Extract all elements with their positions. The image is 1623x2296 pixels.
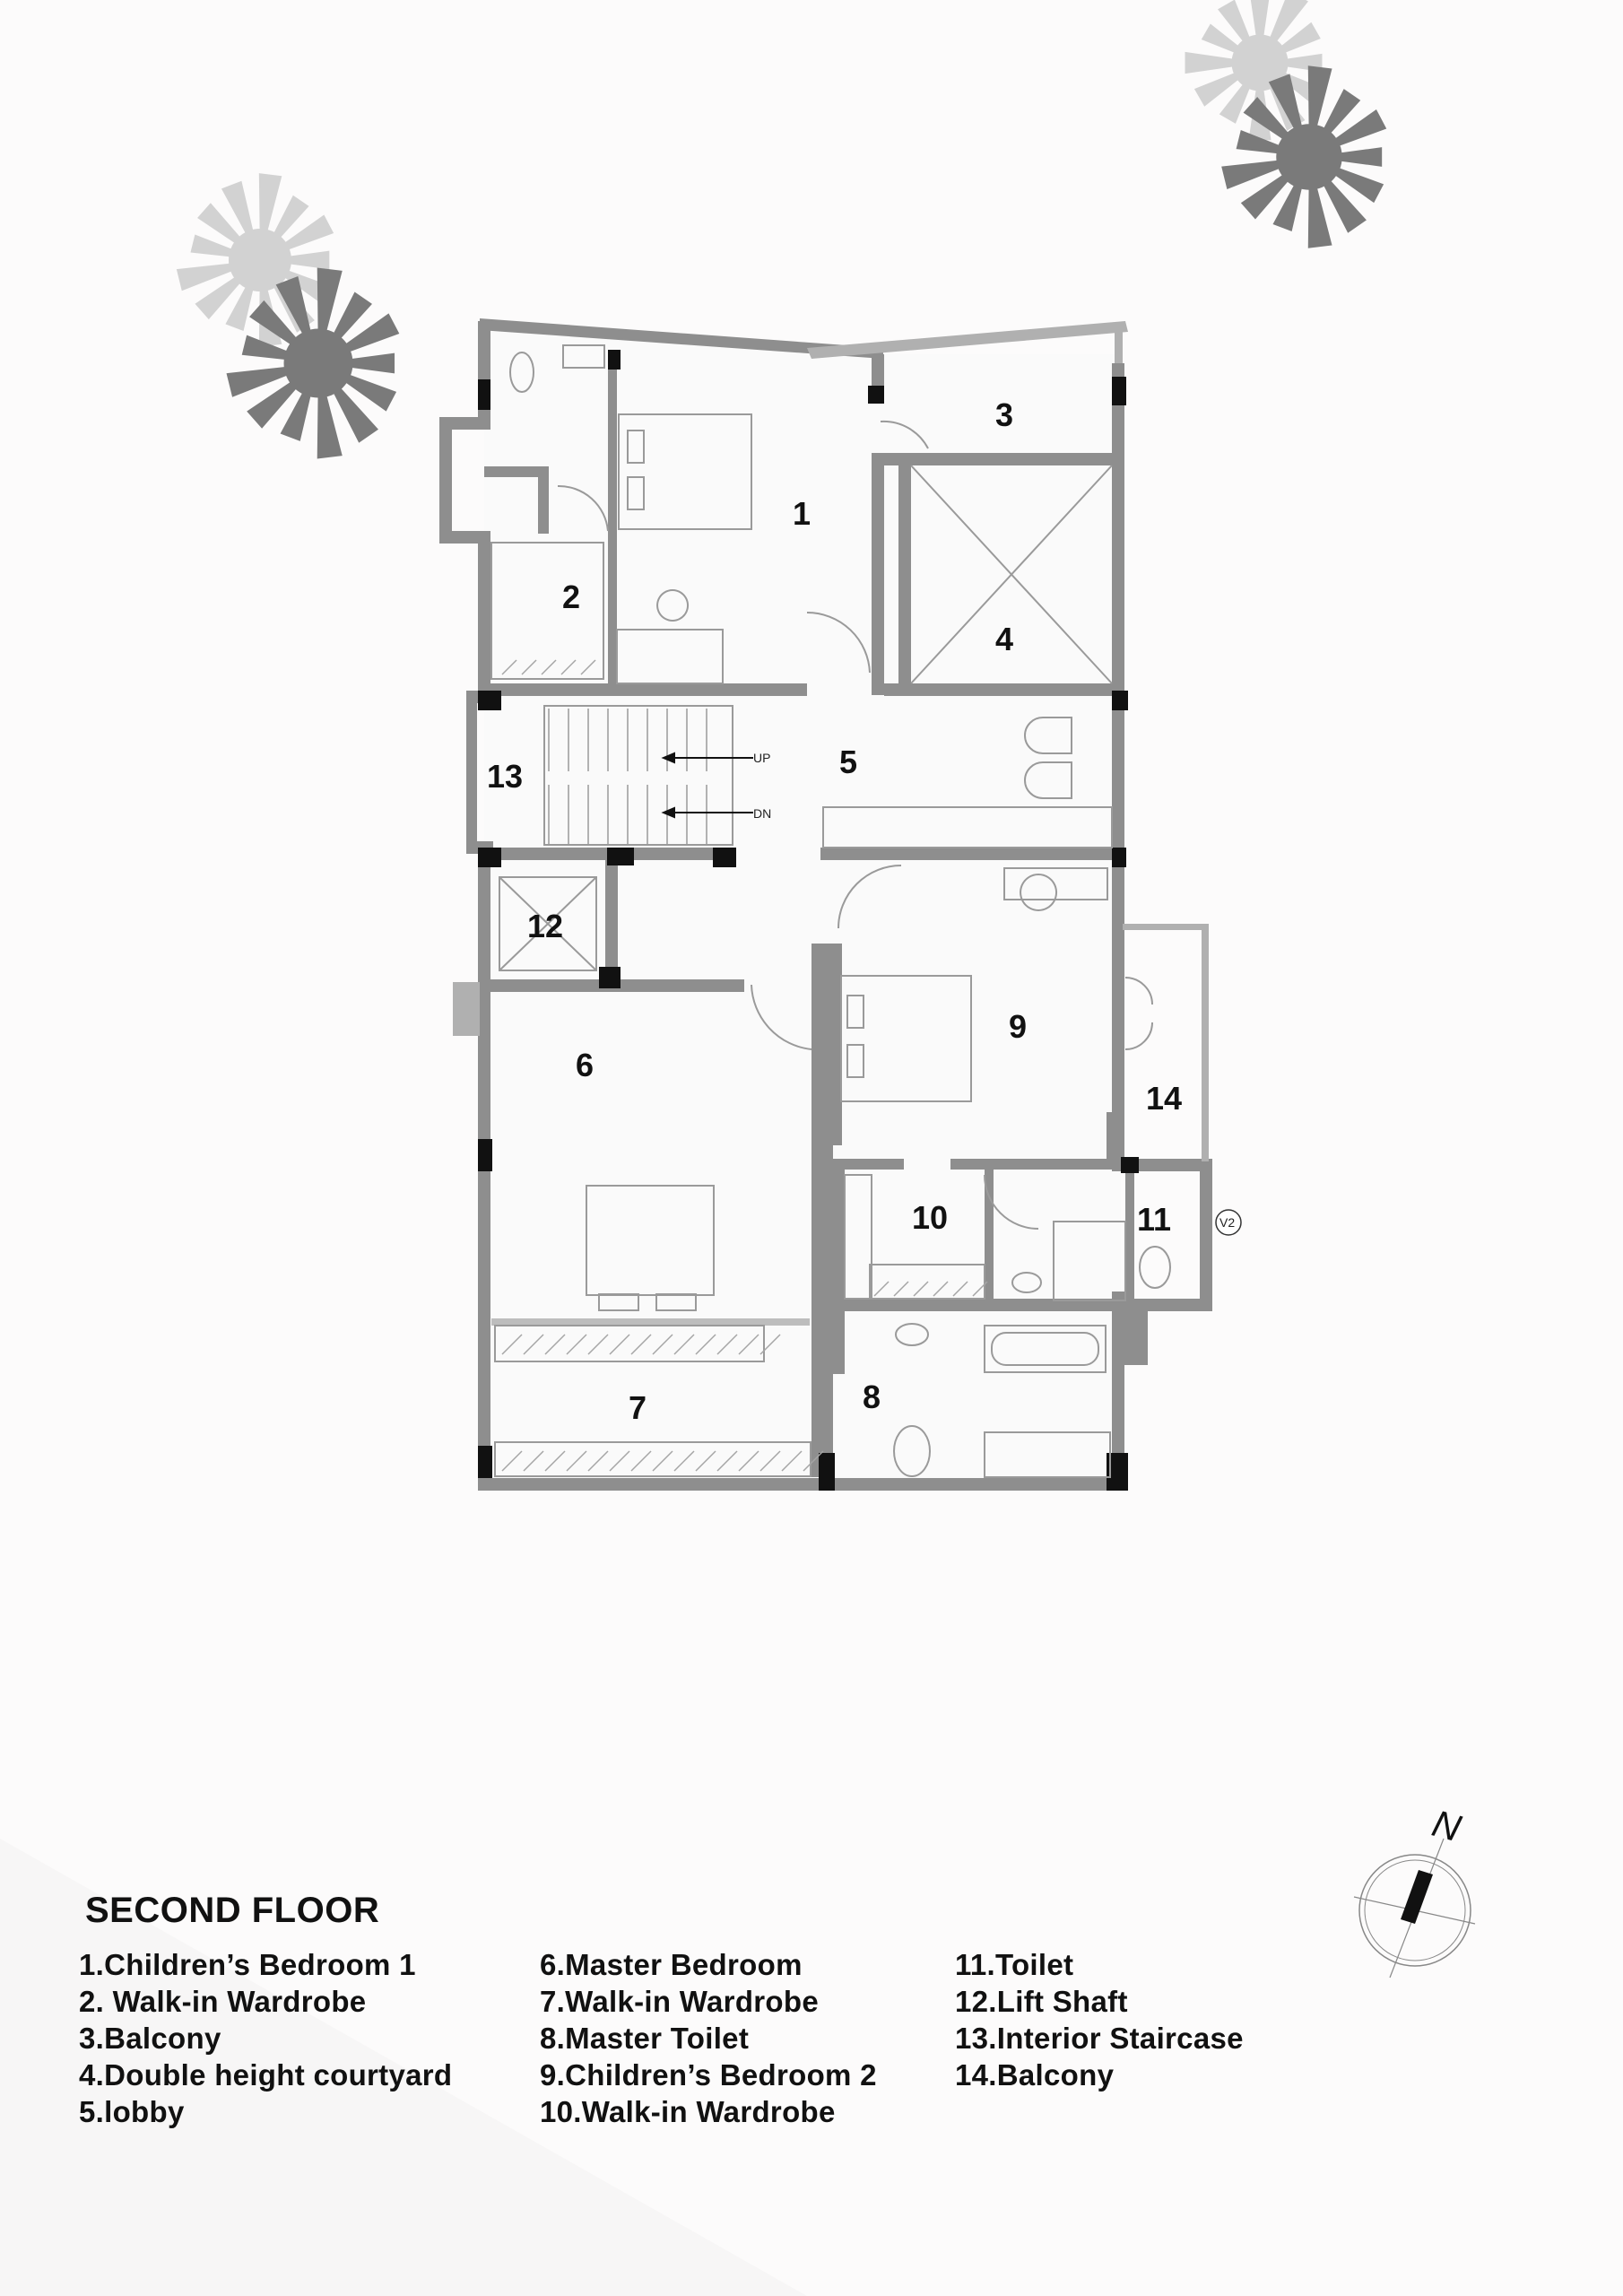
legend-item: 6.Master Bedroom: [540, 1948, 803, 1981]
hatch-line: [630, 1450, 652, 1472]
room-number-5: 5: [839, 744, 857, 780]
room-number-3: 3: [995, 396, 1013, 433]
legend-item: 1.Children’s Bedroom 1: [79, 1948, 416, 1981]
legend-item: 13.Interior Staircase: [955, 2022, 1244, 2055]
hatch-line: [933, 1281, 949, 1297]
legend-column-1: 1.Children’s Bedroom 1 2. Walk-in Wardro…: [79, 1946, 452, 2130]
stair-arrows: [661, 752, 753, 819]
north-compass-icon: [1353, 1838, 1476, 1979]
vent-label: V2: [1219, 1215, 1235, 1230]
hatch-line: [630, 1334, 652, 1355]
tree-canopy-icon: [226, 267, 400, 459]
room-number-4: 4: [995, 621, 1013, 657]
room-number-8: 8: [863, 1378, 881, 1415]
tree-core-icon: [229, 229, 291, 291]
hatch-line: [673, 1334, 695, 1355]
hatch-line: [544, 1450, 566, 1472]
stair-up-label: UP: [753, 751, 770, 765]
hatch-line: [716, 1450, 738, 1472]
room-numbers: 1 2 3 4 5 6 7 8 9 10 11 12 13 14: [487, 396, 1182, 1426]
hatch-line: [913, 1281, 929, 1297]
hatch-line: [587, 1450, 609, 1472]
hatch-line: [609, 1334, 630, 1355]
hatch-line: [873, 1281, 890, 1297]
legend-item: 9.Children’s Bedroom 2: [540, 2058, 877, 2092]
legend-item: 14.Balcony: [955, 2058, 1115, 2092]
legend-item: 10.Walk-in Wardrobe: [540, 2095, 836, 2128]
vent-marker-icon: [1215, 1209, 1242, 1236]
room-number-1: 1: [793, 495, 811, 532]
hatch-line: [560, 659, 577, 675]
hatch-line: [501, 1334, 523, 1355]
legend-column-2: 6.Master Bedroom 7.Walk-in Wardrobe 8.Ma…: [540, 1946, 877, 2130]
tree-left-icon: [176, 173, 400, 459]
room-number-10: 10: [912, 1199, 948, 1236]
hatch-line: [759, 1450, 781, 1472]
fixtures: [490, 344, 1171, 1478]
walls: [439, 318, 1212, 1491]
hatch-line: [609, 1450, 630, 1472]
hatch-line: [523, 1334, 544, 1355]
hatch-line: [587, 1334, 609, 1355]
tree-core-icon: [283, 328, 353, 398]
hatch-line: [738, 1450, 759, 1472]
room-number-13: 13: [487, 758, 523, 795]
tree-canopy-icon: [1221, 65, 1387, 248]
room-number-2: 2: [562, 578, 580, 615]
hatch-line: [501, 659, 517, 675]
hatch-line: [803, 1450, 824, 1472]
floor-slab: [484, 323, 1121, 1489]
legend-item: 3.Balcony: [79, 2022, 221, 2055]
hatch-line: [781, 1450, 803, 1472]
hatch-line: [566, 1450, 587, 1472]
legend-item: 4.Double height courtyard: [79, 2058, 453, 2092]
hatch-line: [893, 1281, 909, 1297]
legend-item: 12.Lift Shaft: [955, 1985, 1128, 2018]
tree-core-icon: [1276, 124, 1342, 190]
room-number-9: 9: [1009, 1008, 1027, 1045]
room-number-6: 6: [576, 1047, 594, 1083]
room-number-11: 11: [1137, 1201, 1171, 1238]
plan-title: SECOND FLOOR: [85, 1891, 380, 1930]
hatch-line: [566, 1334, 587, 1355]
legend-item: 8.Master Toilet: [540, 2022, 750, 2055]
hatch-line: [738, 1334, 759, 1355]
hatch-line: [523, 1450, 544, 1472]
hatch-line: [695, 1334, 716, 1355]
legend-column-3: 11.Toilet 12.Lift Shaft 13.Interior Stai…: [955, 1946, 1244, 2093]
hatch-line: [501, 1450, 523, 1472]
room-number-14: 14: [1146, 1080, 1182, 1117]
hatch-line: [673, 1450, 695, 1472]
hatch-line: [544, 1334, 566, 1355]
room-number-12: 12: [527, 908, 563, 944]
stair-down-label: DN: [753, 806, 771, 821]
legend-item: 7.Walk-in Wardrobe: [540, 1985, 819, 2018]
wardrobe-hatches: [501, 659, 988, 1472]
hatch-line: [972, 1281, 988, 1297]
hatch-line: [759, 1334, 781, 1355]
hatch-line: [580, 659, 596, 675]
tree-right-icon: [1185, 0, 1387, 248]
hatch-line: [695, 1450, 716, 1472]
hatch-line: [541, 659, 557, 675]
room-number-7: 7: [629, 1389, 647, 1426]
columns: [478, 350, 1139, 1491]
hatch-line: [952, 1281, 968, 1297]
tree-core-icon: [1231, 34, 1289, 91]
hatch-line: [652, 1334, 673, 1355]
hatch-line: [521, 659, 537, 675]
legend-item: 5.lobby: [79, 2095, 185, 2128]
legend-item: 2. Walk-in Wardrobe: [79, 1985, 367, 2018]
hatch-line: [652, 1450, 673, 1472]
hatch-line: [716, 1334, 738, 1355]
legend-item: 11.Toilet: [955, 1948, 1074, 1981]
